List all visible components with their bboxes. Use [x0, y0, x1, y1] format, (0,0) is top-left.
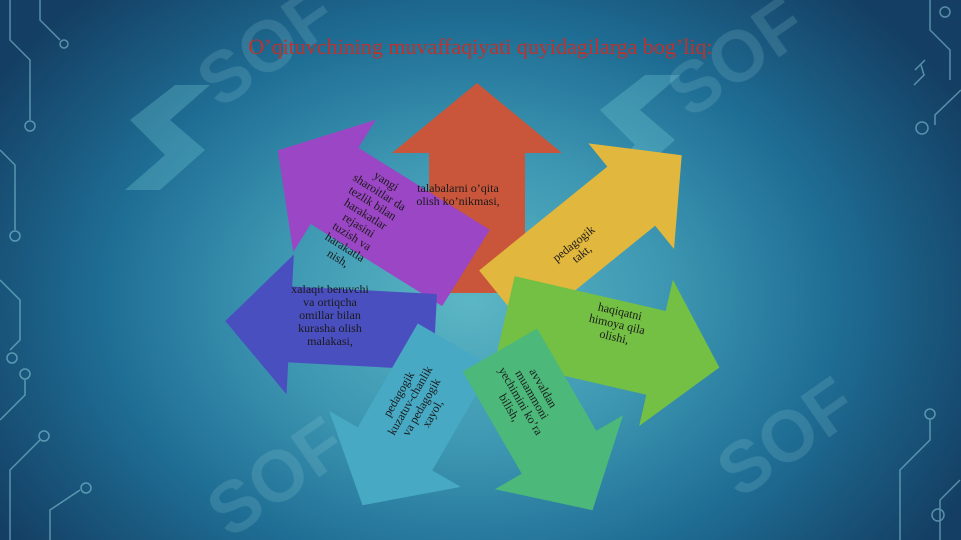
label-red: talabalarni o’qita olish ko’nikmasi, — [416, 181, 500, 208]
arrow-blue — [225, 254, 437, 395]
arrow-blue-shape — [225, 254, 437, 395]
arrow-teal-green — [462, 328, 624, 511]
arrow-green-shape — [495, 276, 720, 426]
label-blue: xalaqit beruvchi va ortiqcha omillar bil… — [291, 282, 369, 348]
arrow-green — [495, 276, 720, 426]
arrow-purple — [277, 119, 490, 307]
slide-title: O’qituvchining muvaffaqiyati quyidagilar… — [248, 34, 713, 59]
arrow-cyan — [329, 323, 493, 506]
arrow-purple-shape — [277, 119, 490, 307]
arrow-teal-green-shape — [462, 328, 624, 511]
arrow-cyan-shape — [329, 323, 493, 506]
